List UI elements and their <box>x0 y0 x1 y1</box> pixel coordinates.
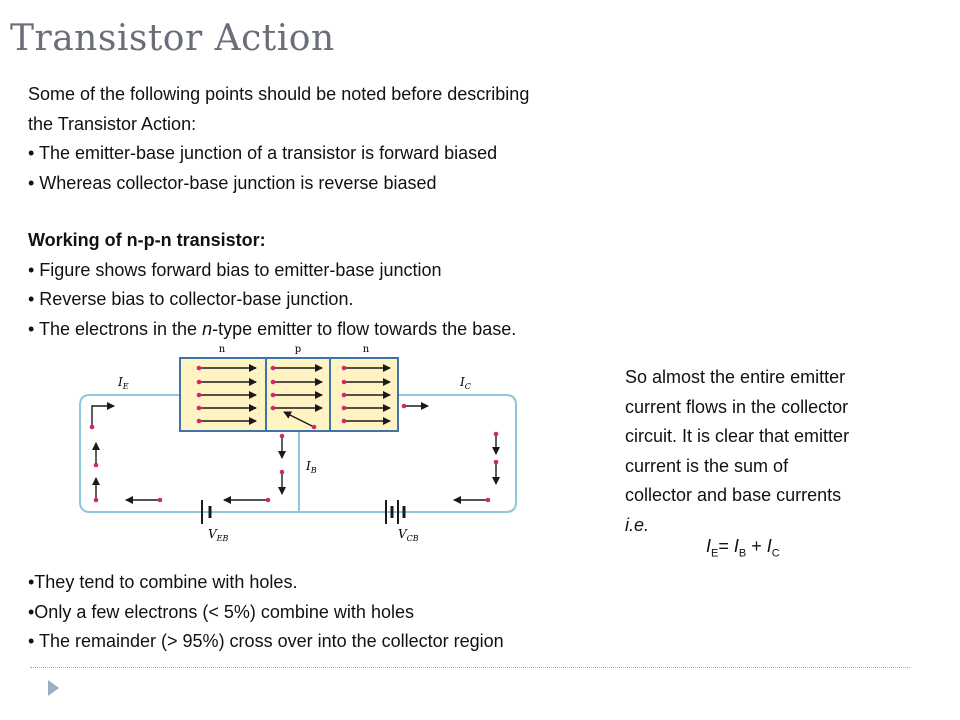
working-bullet-italic: n <box>202 318 213 339</box>
emitter-electron-flow <box>199 364 257 425</box>
side-note-line: So almost the entire emitter <box>625 367 846 387</box>
ic-label: IC <box>459 375 471 391</box>
working-bullet: • Figure shows forward bias to emitter-b… <box>28 259 442 280</box>
slide-title: Transistor Action <box>10 18 335 59</box>
base-electrons <box>270 365 317 430</box>
npn-transistor-diagram: n p n <box>79 344 517 543</box>
veb-battery <box>201 500 212 524</box>
emitter-label: n <box>219 344 226 355</box>
side-note-line: circuit. It is clear that emitter <box>625 426 850 446</box>
external-electron-flow <box>91 402 500 504</box>
side-note-line: i.e. <box>625 511 925 541</box>
formula-ib-sub: B <box>738 547 747 560</box>
vcb-label: VCB <box>398 527 419 543</box>
side-note-line: current is the sum of <box>625 455 789 476</box>
intro-text: Some of the following points should be n… <box>28 80 668 198</box>
working-bullet-part: • The electrons in the <box>28 318 203 339</box>
working-heading: Working of n-p-n transistor: <box>28 230 266 250</box>
intro-bullet: • Whereas collector-base junction is rev… <box>28 172 437 193</box>
bottom-bullet: • The remainder (> 95%) cross over into … <box>28 631 504 651</box>
working-section: Working of n-p-n transistor: • Figure sh… <box>28 226 688 344</box>
vcb-battery <box>385 500 406 524</box>
formula-ie: I <box>706 536 712 556</box>
intro-line-1: Some of the following points should be n… <box>28 84 530 104</box>
emitter-electrons <box>196 365 202 424</box>
collector-electrons <box>341 365 347 424</box>
ib-label: IB <box>305 459 317 475</box>
formula-ie-sub: E <box>711 547 719 560</box>
base-electron-flow <box>273 364 323 427</box>
working-bullet: • Reverse bias to collector-base junctio… <box>28 289 354 309</box>
base-label: p <box>295 344 301 355</box>
bottom-notes: •They tend to combine with holes. •Only … <box>28 568 668 657</box>
intro-bullet: • The emitter-base junction of a transis… <box>28 143 498 163</box>
formula-ic-sub: C <box>771 547 780 560</box>
side-note-line: collector and base currents <box>625 485 842 505</box>
side-note-ie: i.e. <box>625 514 650 535</box>
bottom-bullet: •They tend to combine with holes. <box>28 572 298 592</box>
working-bullet: • The electrons in the n-type emitter to… <box>28 315 688 345</box>
working-bullet-part: -type emitter to flow towards the base. <box>212 318 517 339</box>
ie-label: IE <box>117 375 129 391</box>
side-note: So almost the entire emitter current flo… <box>625 363 925 540</box>
formula-plus: + <box>746 536 767 556</box>
side-note-line: current flows in the collector <box>625 396 849 417</box>
footer-arrow-icon <box>48 680 59 696</box>
formula-ic: I <box>766 536 772 556</box>
intro-line-2: the Transistor Action: <box>28 113 197 134</box>
footer-divider <box>30 667 910 668</box>
external-electrons <box>89 403 499 503</box>
formula-ib: I <box>733 536 739 556</box>
formula-equals: = <box>718 536 734 556</box>
veb-label: VEB <box>208 527 229 543</box>
current-formula: IE= IB + IC <box>706 536 780 560</box>
collector-label: n <box>363 344 370 355</box>
collector-electron-flow <box>344 364 391 425</box>
bottom-bullet: •Only a few electrons (< 5%) combine wit… <box>28 601 414 622</box>
